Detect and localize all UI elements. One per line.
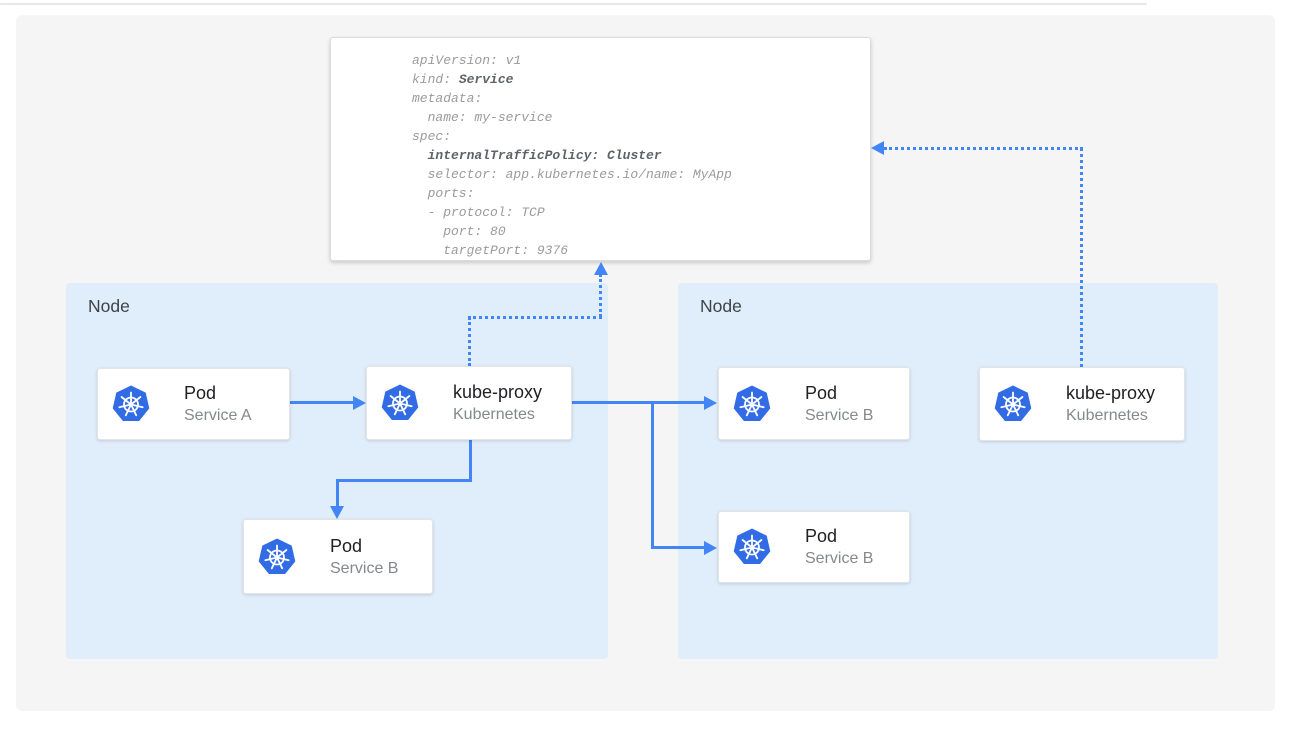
dotted-kube-proxy-left-to-yaml-segment2 <box>468 316 602 319</box>
kubernetes-icon <box>111 384 151 424</box>
yaml-line: - protocol: TCP <box>412 205 545 220</box>
yaml-line: apiVersion: v1 <box>412 53 522 68</box>
dotted-kube-proxy-left-to-yaml-segment3 <box>599 274 602 317</box>
arrow-kube-proxy-to-pod-b1-segment2 <box>336 479 472 482</box>
node-left-label: Node <box>88 296 130 316</box>
kubernetes-icon <box>993 384 1033 424</box>
card-subtitle: Service B <box>805 550 874 567</box>
top-divider <box>0 3 1147 5</box>
pod-service-b-bottom-right-card: Pod Service B <box>718 511 910 583</box>
card-title: kube-proxy <box>453 382 543 402</box>
yaml-line: ports: <box>412 186 475 201</box>
yaml-line: metadata: <box>412 91 483 106</box>
service-yaml-panel: apiVersion: v1 kind: Service metadata: n… <box>330 37 871 261</box>
kube-proxy-right-card: kube-proxy Kubernetes <box>979 367 1185 441</box>
yaml-line: targetPort: 9376 <box>412 243 569 258</box>
arrow-kube-proxy-to-pod-b3-line <box>651 546 704 549</box>
card-title: Pod <box>805 382 838 403</box>
node-left: Node <box>66 283 608 659</box>
pod-service-a-card: Pod Service A <box>97 368 290 440</box>
arrow-kube-proxy-to-pod-b2-head <box>704 396 717 410</box>
pod-service-b-top-right-card: Pod Service B <box>718 367 910 440</box>
card-subtitle: Kubernetes <box>453 406 535 423</box>
card-subtitle: Service B <box>330 559 399 577</box>
arrow-kube-proxy-to-pod-b3-head <box>704 541 717 555</box>
yaml-line: name: my-service <box>412 110 553 125</box>
card-title: Pod <box>805 526 838 546</box>
dotted-kube-proxy-right-to-yaml-segment1 <box>1080 148 1083 367</box>
card-subtitle: Kubernetes <box>1066 407 1148 424</box>
pod-service-b-left-card: Pod Service B <box>243 519 433 594</box>
card-title: Pod <box>330 535 363 556</box>
yaml-line: selector: app.kubernetes.io/name: MyApp <box>412 167 732 182</box>
arrow-kube-proxy-to-pod-b2-line <box>572 401 704 404</box>
arrow-pod-a-to-kube-proxy-head <box>353 396 366 410</box>
dotted-kube-proxy-left-to-yaml-head <box>594 262 608 275</box>
yaml-line: kind: Service <box>412 72 514 87</box>
card-subtitle: Service B <box>805 406 874 424</box>
dotted-kube-proxy-right-to-yaml-segment2 <box>884 147 1083 150</box>
yaml-line: internalTrafficPolicy: Cluster <box>427 148 662 163</box>
yaml-line: port: 80 <box>412 224 506 239</box>
arrow-kube-proxy-to-pod-b1-segment1 <box>469 440 472 481</box>
kubernetes-icon <box>732 527 772 567</box>
yaml-line: spec: <box>412 129 452 144</box>
node-right-label: Node <box>700 296 742 316</box>
card-subtitle: Service A <box>184 407 252 424</box>
arrow-pod-a-to-kube-proxy-line <box>290 401 353 404</box>
kubernetes-icon <box>380 383 420 423</box>
node-right: Node <box>678 283 1218 659</box>
branch-line-vertical <box>651 401 654 549</box>
kubernetes-icon <box>732 384 772 424</box>
card-title: Pod <box>184 383 217 403</box>
arrow-kube-proxy-to-pod-b1-head <box>330 506 344 519</box>
arrow-kube-proxy-to-pod-b1-segment3 <box>336 479 339 506</box>
dotted-kube-proxy-left-to-yaml-segment1 <box>468 317 471 366</box>
kubernetes-icon <box>257 537 297 577</box>
dotted-kube-proxy-right-to-yaml-head <box>871 141 884 155</box>
kube-proxy-left-card: kube-proxy Kubernetes <box>366 366 572 440</box>
card-title: kube-proxy <box>1066 383 1156 403</box>
